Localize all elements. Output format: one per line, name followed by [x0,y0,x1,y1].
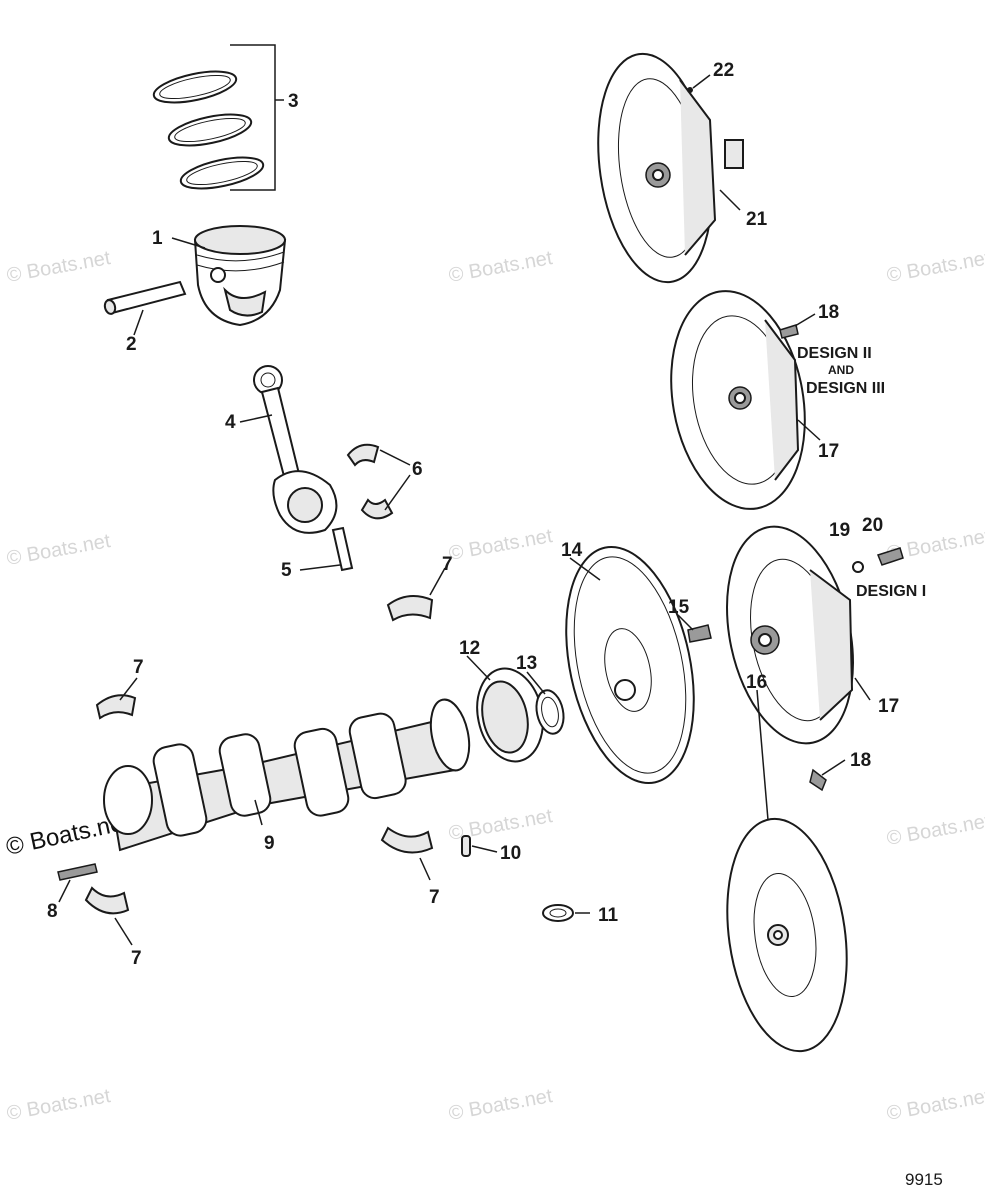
callout-6: 6 [412,459,423,480]
washer [542,904,574,922]
drive-plate-design-2-3 [670,290,806,510]
oil-seal [535,689,565,735]
dowel-pin [461,835,471,857]
leader-lines [58,74,871,946]
note-design-2: DESIGN II [797,345,872,362]
callout-7: 7 [429,887,440,908]
rod-bearings [346,443,394,520]
note-and: AND [828,363,854,377]
callout-7: 7 [131,948,142,969]
callout-20: 20 [862,515,883,536]
callout-7: 7 [133,657,144,678]
callout-5: 5 [281,560,292,581]
callout-12: 12 [459,638,480,659]
callout-13: 13 [516,653,537,674]
crankshaft [103,698,471,852]
note-design-1: DESIGN I [856,583,926,600]
callouts: 1 2 3 4 5 6 7 7 7 7 8 9 10 11 12 13 14 1… [47,60,899,969]
callout-17: 17 [878,696,899,717]
wrist-pin [103,280,187,315]
callout-2: 2 [126,334,137,355]
connecting-rod [253,365,354,572]
callout-14: 14 [561,540,583,561]
callout-8: 8 [47,901,58,922]
callout-1: 1 [152,228,163,249]
watermark: © Boats.net [447,247,554,287]
callout-3: 3 [288,91,299,112]
callout-11: 11 [598,905,619,926]
callout-19: 19 [829,520,850,541]
watermark: © Boats.net [5,1085,112,1125]
flywheel [565,545,695,785]
flywheel-housing-top [597,52,744,284]
callout-7: 7 [442,554,453,575]
watermark: © Boats.net [885,810,985,850]
watermark: © Boats.net [447,1085,554,1125]
callout-18: 18 [818,302,839,323]
figure-number: 9915 [905,1170,943,1189]
callout-18: 18 [850,750,871,771]
piston-rings [152,44,276,191]
crank-dowel [57,863,98,881]
callout-15: 15 [668,597,690,618]
flywheel-bolt [687,624,712,643]
clutch-disc [726,817,848,1053]
main-bearings [84,595,434,915]
design-notes: DESIGN II AND DESIGN III DESIGN I [797,345,926,600]
drive-plate-design-1 [726,525,904,792]
callout-17: 17 [818,441,839,462]
piston [193,225,287,327]
watermark: © Boats.net [885,247,985,287]
watermark: © Boats.net [885,1085,985,1125]
note-design-3: DESIGN III [806,380,885,397]
callout-22: 22 [713,60,734,81]
watermark: © Boats.net [447,525,554,565]
callout-4: 4 [225,412,236,433]
callout-9: 9 [264,833,275,854]
callout-16: 16 [746,672,767,693]
watermark: © Boats.net [5,530,112,570]
watermark: © Boats.net [5,247,112,287]
callout-21: 21 [746,209,768,230]
callout-10: 10 [500,843,521,864]
